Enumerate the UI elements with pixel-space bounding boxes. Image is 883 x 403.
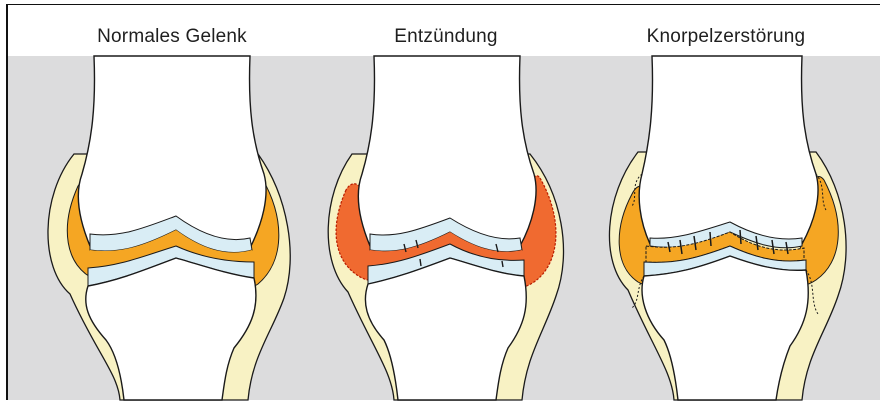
panel-title-inflammation: Entzündung bbox=[300, 26, 592, 48]
inflamed-joint-illustration bbox=[300, 56, 592, 400]
cartilage-destruction-joint-illustration bbox=[580, 56, 872, 400]
panel-title-normal: Normales Gelenk bbox=[26, 26, 318, 48]
normal-joint-illustration bbox=[26, 56, 318, 400]
panel-title-cartilage-destruction: Knorpelzerstörung bbox=[580, 26, 872, 48]
upper-bone bbox=[639, 56, 818, 247]
